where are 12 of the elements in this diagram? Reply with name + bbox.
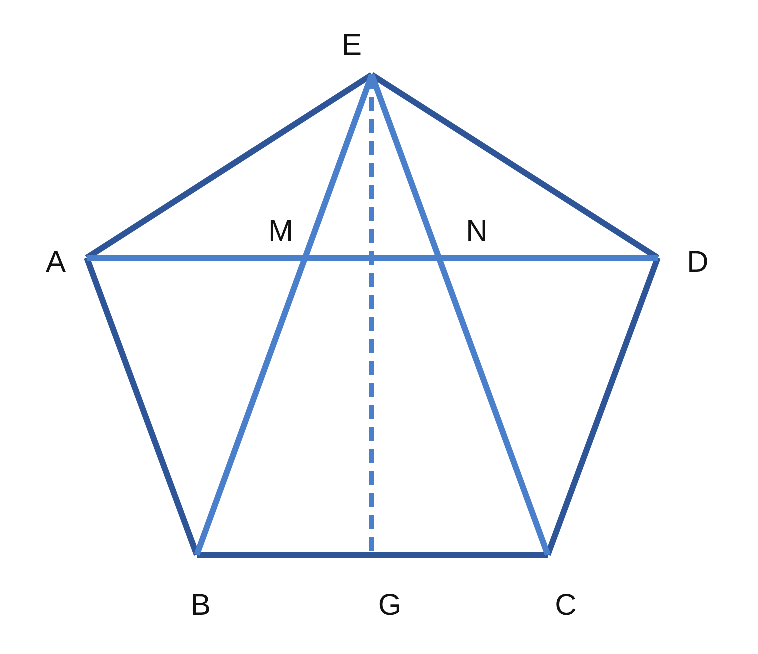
line-segment — [197, 552, 548, 558]
point-label: M — [268, 217, 294, 247]
point-label: N — [466, 217, 488, 247]
line-segment — [87, 255, 658, 261]
point-label: A — [46, 248, 66, 278]
point-label: E — [342, 31, 362, 61]
point-label: G — [378, 591, 402, 621]
line-segment — [84, 256, 200, 556]
line-segment — [545, 256, 661, 556]
point-label: D — [687, 248, 709, 278]
point-label: C — [555, 591, 577, 621]
point-label: B — [191, 591, 211, 621]
